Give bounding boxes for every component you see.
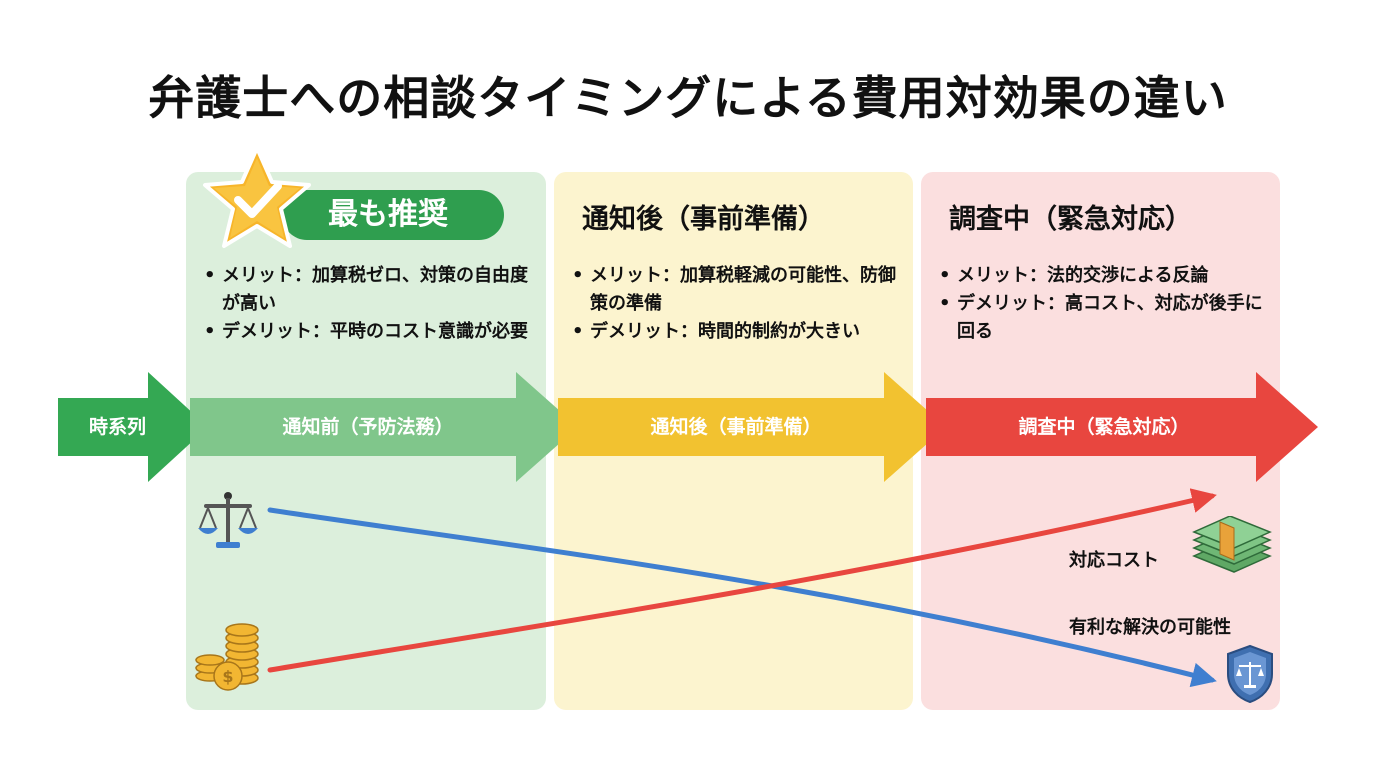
phase-arrow-investigation [926, 372, 1318, 482]
bullet-list-investigation: メリット：法的交渉による反論 デメリット：高コスト、対応が後手に回る [937, 262, 1263, 346]
demerit-item: デメリット：時間的制約が大きい [570, 318, 896, 346]
money-stack-icon [1192, 516, 1272, 573]
merit-item: メリット：法的交渉による反論 [937, 262, 1263, 290]
merit-item: メリット：加算税軽減の可能性、防御策の準備 [570, 262, 896, 318]
coins-icon: $ [195, 623, 259, 691]
page-title: 弁護士への相談タイミングによる費用対効果の違い [148, 71, 1228, 125]
bullet-list-post-notice: メリット：加算税軽減の可能性、防御策の準備 デメリット：時間的制約が大きい [570, 262, 896, 346]
recommended-badge: 最も推奨 [282, 190, 504, 240]
demerit-item: デメリット：高コスト、対応が後手に回る [937, 290, 1263, 346]
phase-arrow-label-investigation: 調査中（緊急対応） [1018, 416, 1190, 438]
merit-item: メリット：加算税ゼロ、対策の自由度が高い [202, 262, 532, 318]
cost-line-label: 対応コスト [1069, 550, 1159, 571]
phase-arrow-pre-notice [190, 372, 578, 482]
demerit-item: デメリット：平時のコスト意識が必要 [202, 318, 532, 346]
phase-heading-investigation: 調査中（緊急対応） [949, 204, 1192, 235]
scales-icon [198, 492, 258, 548]
favorable-outcome-label: 有利な解決の可能性 [1069, 617, 1231, 638]
svg-text:$: $ [222, 667, 233, 686]
cost-line [267, 488, 1217, 673]
shield-scales-icon [1227, 644, 1273, 704]
phase-arrow-label-post-notice: 通知後（事前準備） [650, 416, 822, 438]
bullet-list-pre-notice: メリット：加算税ゼロ、対策の自由度が高い デメリット：平時のコスト意識が必要 [202, 262, 532, 346]
phase-arrow-label-pre-notice: 通知前（予防法務） [282, 416, 454, 438]
timeline-arrow [58, 372, 208, 482]
timeline-label: 時系列 [88, 416, 146, 438]
phase-arrow-post-notice [558, 372, 946, 482]
phase-heading-post-notice: 通知後（事前準備） [582, 204, 825, 235]
favorable-outcome-line [267, 507, 1217, 688]
star-check-icon [203, 146, 311, 248]
